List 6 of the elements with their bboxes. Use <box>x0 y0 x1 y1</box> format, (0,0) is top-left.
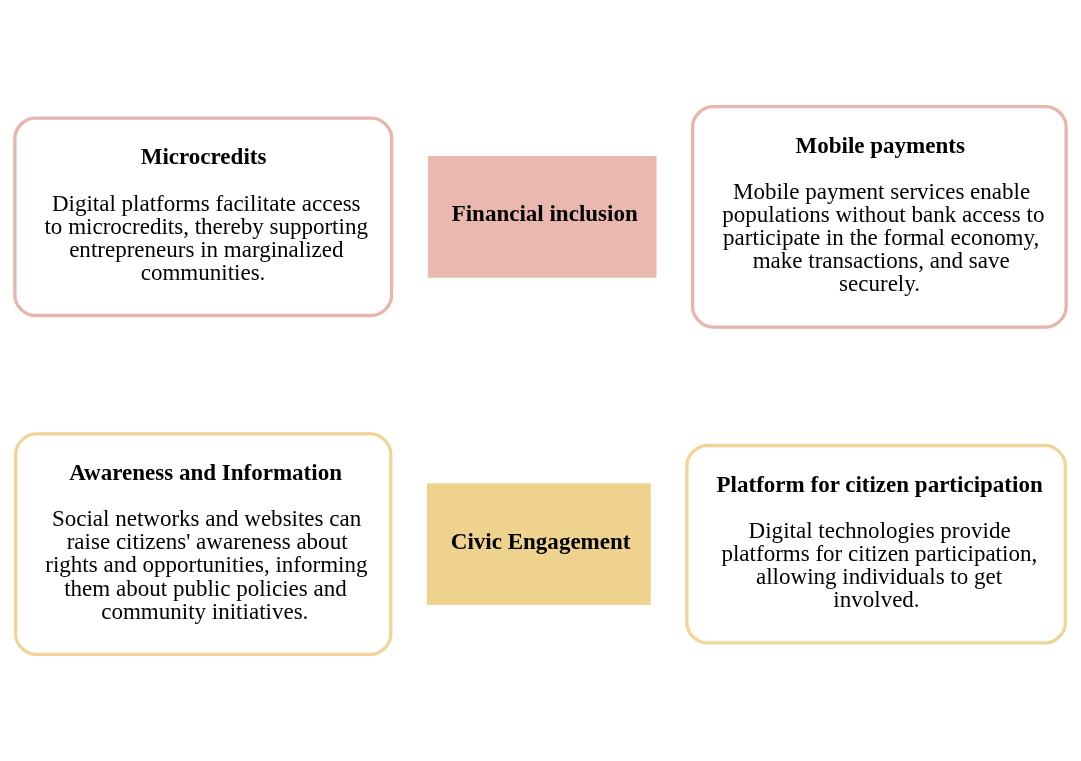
node-box: Mobile payments Mobile payment services enable populations without bank access to participate in the formal economy, make transactions, and save securely. <box>691 104 1068 329</box>
node-box: Awareness and Information Social networks and websites can raise citizens' awareness about rights and opportunities, informing them about public policies and community initiatives. <box>14 432 393 657</box>
node-box: Microcredits Digital platforms facilitate access to microcredits, thereby supporting entrepreneurs in marginalized communities. <box>13 116 394 318</box>
node-box: Platform for citizen participation Digital technologies provide platforms for citizen participation, allowing individuals to get involved. <box>685 443 1067 645</box>
node-box: Civic Engagement <box>427 483 651 606</box>
node-box: Financial inclusion <box>427 155 657 278</box>
